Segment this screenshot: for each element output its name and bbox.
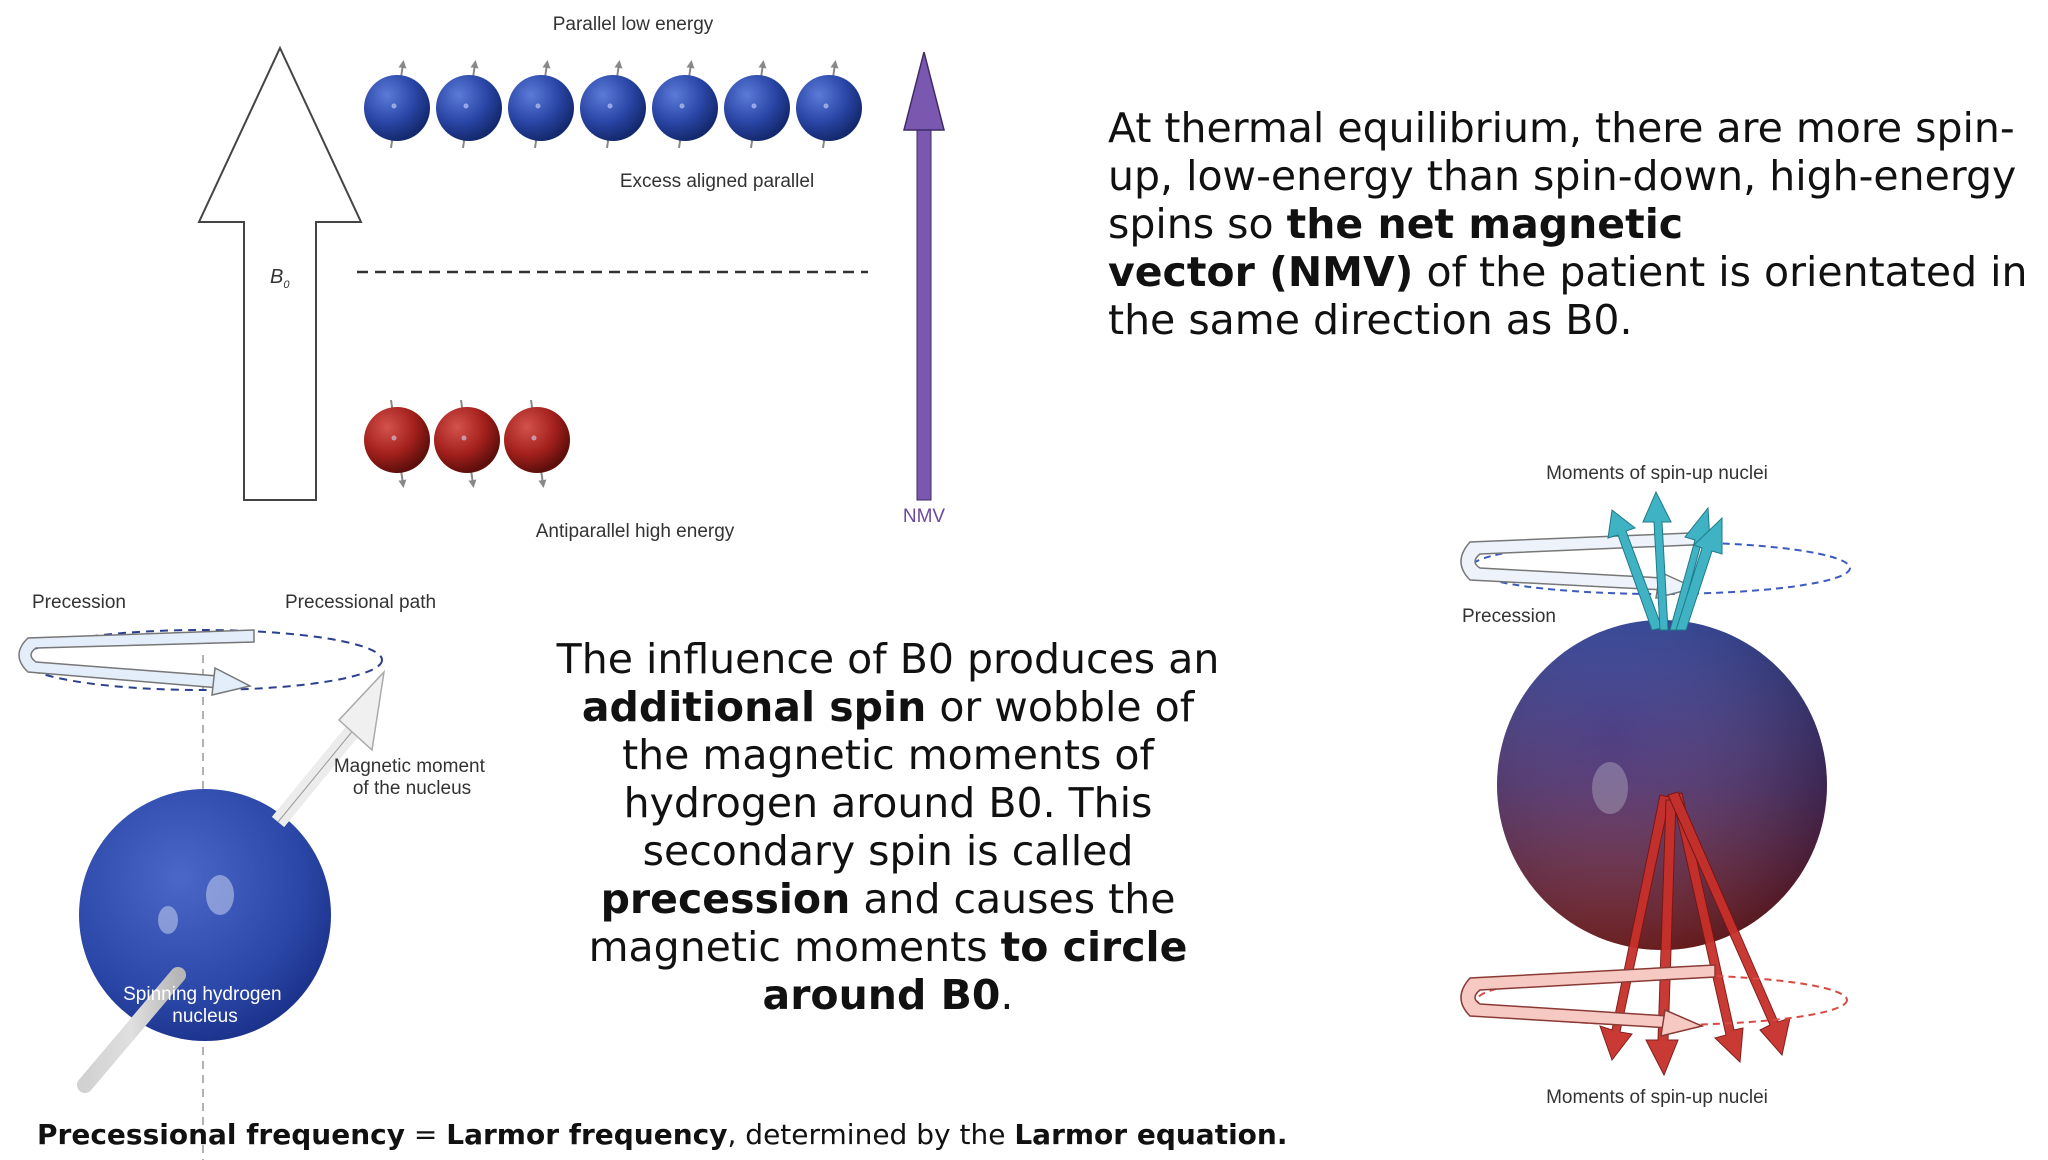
parallel-spin-2: [436, 60, 502, 149]
parallel-spin-1: [364, 60, 430, 149]
antiparallel-spins: [364, 399, 570, 488]
hydrogen-nucleus-sphere: [79, 789, 331, 1041]
magnetic-moment-label: Magnetic moment of the nucleus: [334, 756, 490, 799]
bottom-precession-ring: [1460, 964, 1848, 1037]
antiparallel-spin-1: [364, 399, 430, 488]
precession-bold-precession: precession: [600, 875, 851, 923]
parallel-spins: [364, 60, 862, 149]
larmor-text-equals: =: [404, 1118, 447, 1151]
excess-aligned-parallel-label: Excess aligned parallel: [620, 171, 814, 192]
parallel-low-energy-label: Parallel low energy: [553, 14, 714, 35]
equilibrium-explanation: At thermal equilibrium, there are more s…: [1108, 104, 2048, 344]
parallel-spin-6: [724, 60, 790, 149]
nmv-arrow: [903, 51, 945, 501]
spin-down-moment-arrows: [1599, 791, 1791, 1077]
precession-bold-circle-b0: to circle around B0: [762, 923, 1188, 1019]
precession-text-part2: or wobble of the magnetic moments of hyd…: [622, 683, 1195, 875]
larmor-bold-precessional-frequency: Precessional frequency: [37, 1118, 405, 1151]
precession-text-part4: .: [1000, 971, 1014, 1019]
antiparallel-spin-3: [504, 399, 570, 488]
b0-field-arrow: [197, 45, 363, 501]
equilibrium-text-part2: of the patient is orientated in the same…: [1108, 248, 2028, 344]
antiparallel-spin-2: [434, 399, 500, 488]
nucleus-texture: [158, 875, 234, 934]
spin-nucleus-diagram: Moments of spin-up nuclei Precession Mom…: [1460, 463, 1851, 1108]
larmor-bold-equation: Larmor equation.: [1014, 1118, 1288, 1151]
spin-up-moment-arrows: [1607, 490, 1723, 631]
larmor-statement: Precessional frequency = Larmor frequenc…: [37, 1117, 1288, 1153]
energy-diagram: Parallel low energy B0 Excess aligned pa…: [197, 14, 946, 542]
precession-text-part1: The influence of B0 produces an: [556, 635, 1220, 683]
antiparallel-high-energy-label: Antiparallel high energy: [536, 521, 735, 542]
equilibrium-bold-nmv: vector (NMV): [1108, 248, 1414, 296]
precession-label-right: Precession: [1462, 606, 1556, 627]
spin-up-moments-label-top: Moments of spin-up nuclei: [1546, 463, 1768, 484]
equilibrium-bold-net-magnetic: the net magnetic: [1286, 200, 1684, 248]
parallel-spin-4: [580, 60, 646, 149]
precessional-path-label: Precessional path: [285, 592, 436, 613]
larmor-text-part2: , determined by the: [727, 1118, 1015, 1151]
spinning-hydrogen-nucleus-label: Spinning hydrogen nucleus: [123, 984, 287, 1027]
b0-symbol: B0: [270, 266, 290, 291]
parallel-spin-5: [652, 60, 718, 149]
parallel-spin-3: [508, 60, 574, 149]
precessional-path-ring: [18, 629, 383, 696]
parallel-spin-7: [796, 60, 862, 149]
precession-label-left: Precession: [32, 592, 126, 613]
precession-text-part3: and causes the magnetic moments: [588, 875, 1176, 971]
nucleus-sphere-shade: [1497, 620, 1827, 950]
larmor-bold-larmor-frequency: Larmor frequency: [446, 1118, 728, 1151]
precession-diagram: Precession Precessional path Magnetic mo…: [18, 592, 490, 1160]
spin-up-moments-label-bottom: Moments of spin-up nuclei: [1546, 1087, 1768, 1108]
precession-bold-additional-spin: additional spin: [581, 683, 927, 731]
equilibrium-text-part1: At thermal equilibrium, there are more s…: [1108, 104, 2017, 248]
nucleus-sphere-texture: [1592, 762, 1628, 814]
nmv-label: NMV: [903, 506, 946, 527]
magnetic-moment-arrow: [77, 669, 386, 1093]
precession-explanation: The influence of B0 produces an addition…: [548, 635, 1228, 1019]
